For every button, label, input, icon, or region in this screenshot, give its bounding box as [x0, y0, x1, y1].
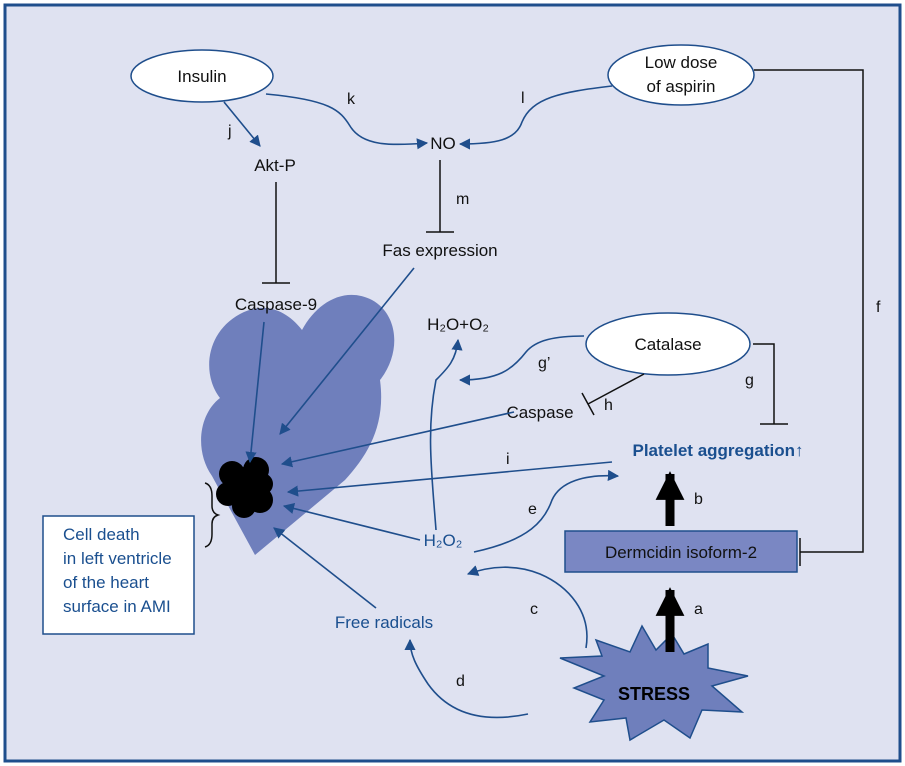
aspirin-node [607, 44, 755, 106]
inhibit-akt-caspase9 [262, 182, 290, 284]
free-radicals-label: Free radicals [335, 613, 433, 632]
cell-death-callout [42, 515, 195, 635]
edge-label-d: d [456, 673, 465, 690]
arrow-fas-heart [279, 267, 415, 435]
edge-label-l: l [521, 90, 525, 107]
brace-icon [204, 482, 221, 548]
aspirin-label-line-2: of aspirin [647, 77, 716, 96]
edge-label-c: c [530, 601, 538, 618]
callout-line-1: Cell death [63, 525, 140, 544]
edge-label-a: a [694, 601, 703, 618]
dermcidin-label: Dermcidin isoform-2 [605, 543, 757, 562]
edge-label-b: b [694, 491, 703, 508]
callout-line-3: of the heart [63, 573, 149, 592]
inhibit-no-fas [426, 160, 454, 233]
arrow-j [223, 101, 261, 147]
insulin-label: Insulin [177, 67, 226, 86]
edge-label-k: k [347, 91, 356, 108]
callout-line-2: in left ventricle [63, 549, 172, 568]
no-label: NO [430, 134, 456, 153]
insulin-node [130, 49, 274, 103]
arrow-c [466, 565, 588, 649]
edge-label-g: g [745, 372, 754, 389]
arrow-h2o2-to-h2o [429, 338, 463, 531]
akt-p-label: Akt-P [254, 156, 296, 175]
arrow-caspase9-heart [245, 321, 265, 464]
inhibit-aspirin-dermcidin [754, 69, 864, 566]
arrow-g-prime [458, 335, 585, 386]
stress-burst-icon [559, 624, 749, 742]
catalase-label: Catalase [634, 335, 701, 354]
edge-label-f: f [876, 299, 881, 316]
necrosis-spot-icon [216, 457, 273, 518]
arrow-platelet-heart [286, 461, 613, 497]
edge-label-g-prime: g’ [538, 355, 550, 372]
caspase-label: Caspase [506, 403, 573, 422]
dermcidin-box [564, 530, 798, 573]
arrow-k [265, 93, 429, 150]
h2o2-label: H₂O₂ [424, 531, 463, 550]
edge-label-e: e [528, 501, 537, 518]
edge-label-i: i [506, 451, 510, 468]
inhibit-catalase-platelet [753, 343, 788, 425]
platelet-aggregation-label: Platelet aggregation↑ [633, 441, 804, 460]
callout-line-4: surface in AMI [63, 597, 171, 616]
arrow-l [458, 85, 613, 150]
edge-label-h: h [604, 397, 613, 414]
arrow-free-radicals-heart [273, 527, 377, 609]
h2o-o2-label: H₂O+O₂ [427, 315, 489, 334]
aspirin-label-line-1: Low dose [645, 53, 718, 72]
caspase-9-label: Caspase-9 [235, 295, 317, 314]
arrow-d [404, 638, 529, 719]
catalase-node [585, 312, 751, 376]
arrow-caspase-heart [280, 411, 515, 468]
arrow-e [473, 469, 620, 553]
inhibit-catalase-caspase [581, 373, 645, 416]
edge-label-j: j [227, 123, 232, 140]
edge-label-m: m [456, 191, 469, 208]
stress-label: STRESS [618, 684, 690, 704]
diagram-background [3, 3, 902, 763]
fas-expression-label: Fas expression [382, 241, 497, 260]
arrow-h2o2-heart [282, 503, 421, 541]
